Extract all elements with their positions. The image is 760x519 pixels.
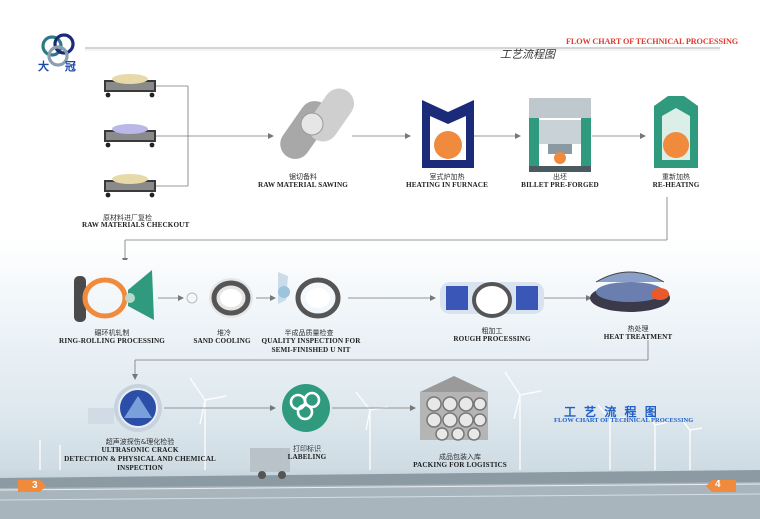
header-title-en: FLOW CHART OF TECHNICAL PROCESSING (566, 37, 739, 46)
step-label-cn: 打印标识 (293, 445, 321, 453)
rough-processing-icon (440, 282, 544, 318)
step-label-en-line3: INSPECTION (117, 464, 163, 472)
step-label-en: ROUGH PROCESSING (453, 335, 531, 343)
step-label-en: RAW MATERIAL SAWING (258, 181, 348, 189)
step-label-cn: 堆冷 (217, 329, 231, 337)
step-label-cn: 粗加工 (481, 327, 503, 335)
brand-text: 大 冠 (38, 60, 82, 73)
page-number-right: 4 (715, 479, 721, 490)
step-label-en: LABELING (287, 453, 327, 461)
step-label-cn: 碾环机轧制 (94, 329, 130, 337)
step-label-cn: 热处理 (627, 325, 649, 333)
step-label-en: RE-HEATING (652, 181, 700, 189)
step-label-en: RAW MATERIALS CHECKOUT (82, 221, 190, 229)
step-label-cn: 锯切备料 (289, 173, 317, 181)
forging-press-icon (529, 98, 591, 172)
step-label-en: RING-ROLLING PROCESSING (59, 337, 165, 345)
header-title-cn: 工艺流程图 (500, 48, 555, 61)
step-label-cn: 出坯 (553, 173, 567, 181)
step-label-en: BILLET PRE-FORGED (521, 181, 599, 189)
sawing-machine-icon (280, 88, 355, 159)
furnace-icon (422, 100, 474, 168)
reheating-furnace-icon (654, 96, 698, 168)
step-label-cn: 半成品质量检查 (284, 329, 334, 337)
quality-inspection-icon (278, 272, 341, 319)
step-label-en: HEAT TREATMENT (603, 333, 673, 341)
row1-graphics (104, 74, 698, 260)
ring-rolling-machine-icon (74, 270, 154, 322)
row3-graphics (88, 376, 488, 441)
step-label-cn: 原材料进厂复检 (103, 214, 152, 222)
step-label-cn: 重新加热 (662, 173, 690, 181)
row2-graphics (74, 270, 670, 380)
heat-treatment-icon (590, 271, 670, 312)
step-label-en: ULTRASONIC CRACK (101, 446, 179, 454)
step-label-en: HEATING IN FURNACE (406, 181, 488, 189)
step-label-cn: 室式炉加热 (429, 173, 465, 181)
sand-cooling-ring-icon (186, 278, 253, 318)
step-label-en-line2: DETECTION & PHYSICAL AND CHEMICAL (64, 455, 216, 463)
step-label-en: SAND COOLING (193, 337, 251, 345)
page-number-left: 3 (32, 480, 38, 491)
step-label-en: PACKING FOR LOGISTICS (413, 461, 507, 469)
footer-title-en: FLOW CHART OF TECHNICAL PROCESSING (554, 417, 694, 424)
step-label-en: QUALITY INSPECTION FOR (261, 337, 361, 345)
ultrasonic-detector-icon (88, 384, 162, 432)
labeling-logo-icon (282, 384, 330, 432)
step-label-cn: 超声波探伤&理化检验 (105, 438, 175, 446)
step-label-cn: 成品包装入库 (439, 453, 481, 461)
header-rule (85, 47, 720, 51)
footer-title-cn: 工 艺 流 程 图 (564, 405, 659, 419)
step-label-en-line2: SEMI-FINISHED U NIT (271, 346, 351, 354)
page-tabs (18, 480, 736, 492)
packing-warehouse-icon (420, 376, 488, 441)
raw-material-tray-icon (104, 74, 156, 198)
company-logo-icon (41, 33, 75, 67)
